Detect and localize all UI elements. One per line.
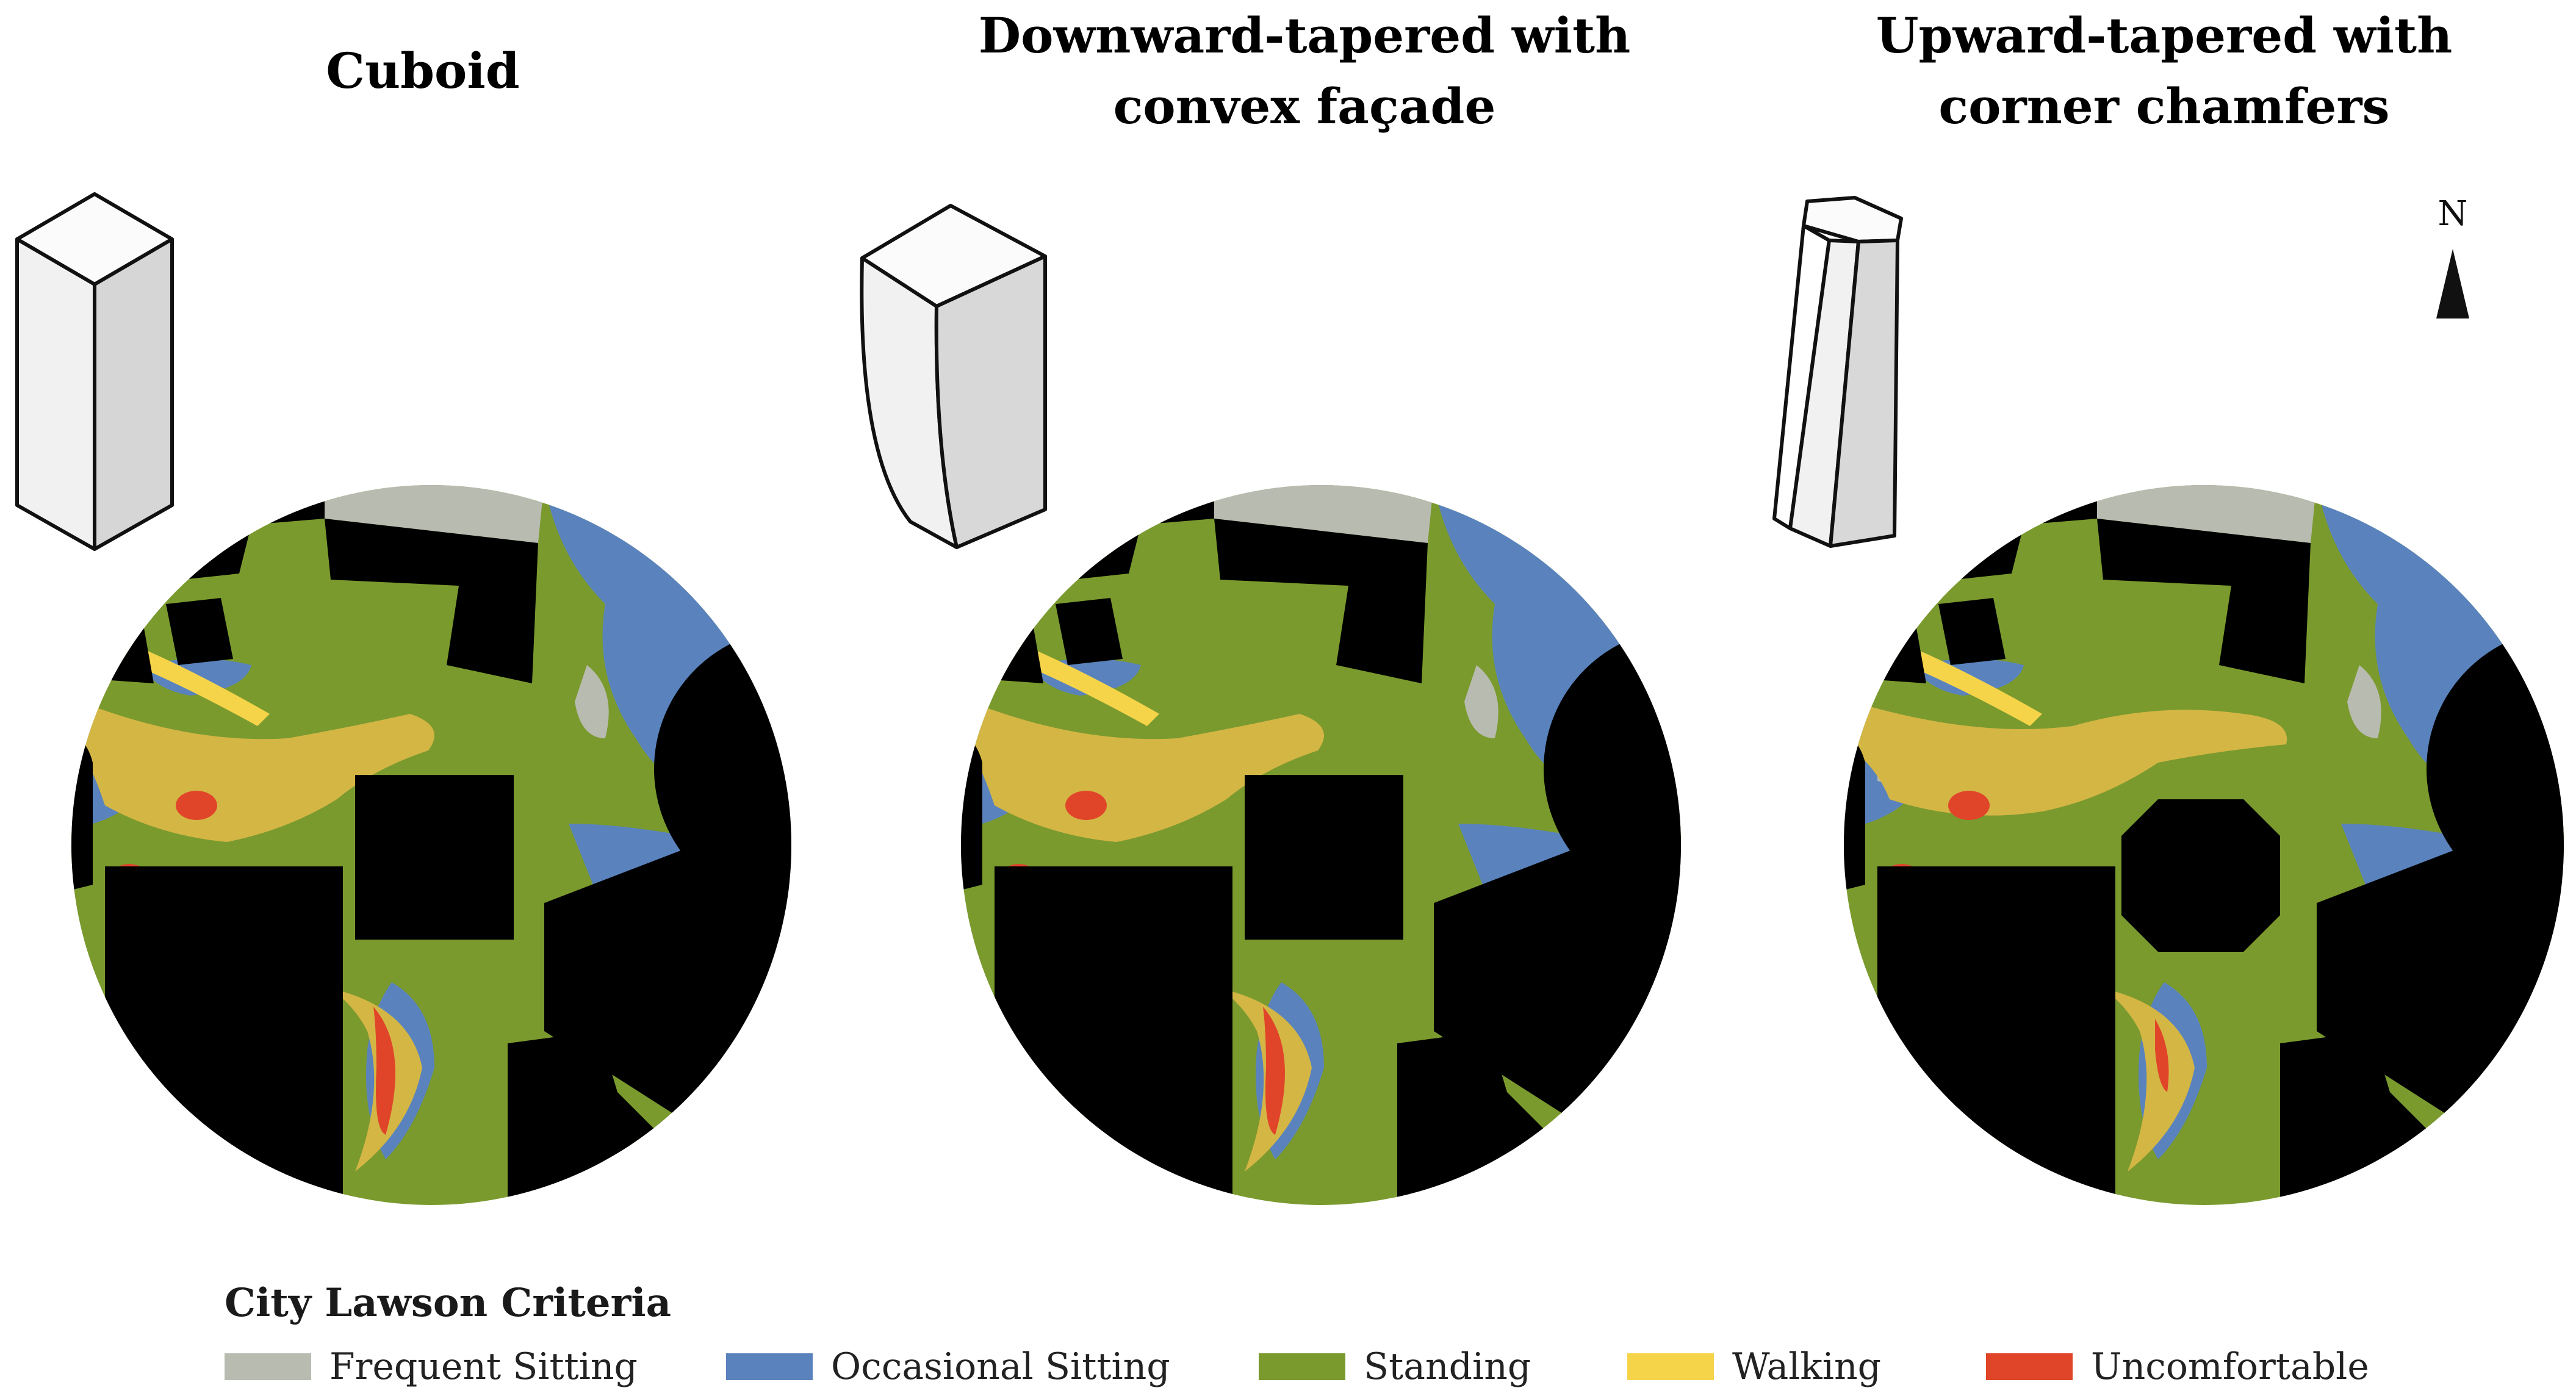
- legend-label: Frequent Sitting: [329, 1345, 638, 1388]
- building-target: [355, 775, 514, 940]
- zone-walking: [970, 702, 1324, 842]
- building: [1544, 628, 1681, 909]
- building: [325, 519, 538, 683]
- legend-item-walking: Walking: [1627, 1342, 1881, 1391]
- panel-title-cuboid: Cuboid: [63, 35, 783, 106]
- zone-uncomfortable: [2155, 1019, 2169, 1092]
- building: [995, 866, 1232, 1205]
- zone-walking: [2103, 988, 2195, 1171]
- legend-item-occasional-sitting: Occasional Sitting: [726, 1342, 1170, 1391]
- wind-comfort-map-upward: [1844, 485, 2564, 1205]
- legend-item-frequent-sitting: Frequent Sitting: [225, 1342, 638, 1391]
- zone-frequent-sitting: [1464, 665, 1498, 738]
- building-target: [1245, 775, 1403, 940]
- zone-frequent-sitting: [1202, 485, 1434, 543]
- title-line: convex façade: [1113, 77, 1496, 135]
- building: [2427, 628, 2564, 909]
- building-target: [2121, 799, 2280, 952]
- map-content: [1844, 485, 2564, 1205]
- zone-walking: [1853, 702, 2287, 816]
- legend-label: Walking: [1732, 1345, 1882, 1388]
- legend-item-standing: Standing: [1259, 1342, 1531, 1391]
- title-line: Cuboid: [326, 42, 520, 99]
- legend-swatch: [1986, 1353, 2073, 1380]
- cuboid-building-model: [15, 192, 174, 551]
- zone-walking: [81, 702, 434, 842]
- wind-comfort-map-downward: [961, 485, 1681, 1205]
- building: [654, 628, 791, 909]
- zone-frequent-sitting: [2347, 665, 2381, 738]
- building: [2097, 519, 2311, 683]
- panel-title-downward: Downward-tapered with convex façade: [944, 0, 1664, 142]
- zone-uncomfortable: [176, 791, 217, 820]
- title-line: Downward-tapered with: [978, 7, 1631, 64]
- upward-tapered-building-model: [1772, 196, 1903, 548]
- building: [1844, 732, 1865, 891]
- north-label: N: [2437, 194, 2468, 234]
- north-arrow-icon: [2436, 249, 2469, 318]
- building: [71, 574, 154, 683]
- zone-frequent-sitting: [2085, 485, 2317, 543]
- legend-swatch: [225, 1353, 311, 1380]
- building: [71, 732, 93, 891]
- wind-comfort-map-cuboid: [71, 485, 791, 1205]
- legend-label: Occasional Sitting: [831, 1345, 1170, 1388]
- building: [1844, 574, 1926, 683]
- legend-swatch: [1627, 1353, 1714, 1380]
- building: [105, 866, 343, 1205]
- building: [1877, 866, 2115, 1205]
- building: [166, 598, 233, 665]
- title-line: Upward-tapered with: [1876, 7, 2453, 64]
- legend-swatch: [726, 1353, 813, 1380]
- zone-uncomfortable: [373, 1007, 395, 1135]
- legend-item-uncomfortable: Uncomfortable: [1986, 1342, 2369, 1391]
- title-line: corner chamfers: [1938, 77, 2390, 135]
- zone-uncomfortable: [1065, 791, 1107, 820]
- building: [1214, 519, 1428, 683]
- building: [1938, 598, 2006, 665]
- legend-swatch: [1259, 1353, 1345, 1380]
- zone-frequent-sitting: [312, 485, 544, 543]
- legend-title: City Lawson Criteria: [225, 1280, 672, 1326]
- downward-tapered-building-model: [860, 204, 1047, 549]
- map-content: [71, 485, 791, 1205]
- panel-title-upward: Upward-tapered with corner chamfers: [1804, 0, 2524, 142]
- map-content: [961, 485, 1681, 1205]
- building: [1056, 598, 1123, 665]
- zone-frequent-sitting: [575, 665, 609, 738]
- legend-label: Uncomfortable: [2091, 1345, 2369, 1388]
- zone-uncomfortable: [1948, 791, 1990, 820]
- legend-label: Standing: [1364, 1345, 1531, 1388]
- building: [961, 732, 982, 891]
- zone-uncomfortable: [1263, 1007, 1285, 1135]
- building: [961, 574, 1043, 683]
